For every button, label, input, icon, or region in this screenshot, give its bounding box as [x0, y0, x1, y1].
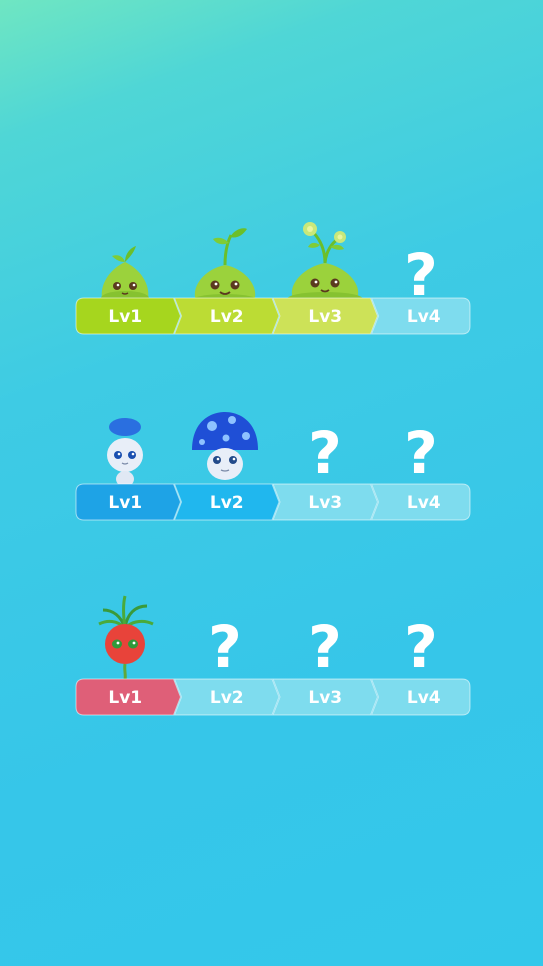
sprout-level-segment-3[interactable] [272, 297, 379, 335]
mushroom-level-label-2: Lv2 [210, 493, 244, 513]
mushroom-level-segment-3[interactable] [272, 483, 379, 521]
sprout-level-label-1: Lv1 [108, 307, 142, 327]
mushroom-level-label-1: Lv1 [108, 493, 142, 513]
radish-level-segment-1[interactable] [75, 678, 182, 716]
sprout-lv1-character[interactable] [76, 200, 174, 310]
radish-level-label-3: Lv3 [308, 688, 342, 708]
radish-lv1-icon [98, 595, 154, 681]
mushroom-level-label-3: Lv3 [308, 493, 342, 513]
radish-level-segment-3[interactable] [272, 678, 379, 716]
radish-lv3-locked[interactable]: ? [276, 572, 374, 682]
mushroom-level-segment-1[interactable] [75, 483, 182, 521]
sprout-lv2-character[interactable] [176, 200, 274, 310]
sprout-lv3-character[interactable] [276, 200, 374, 310]
question-mark-icon: ? [208, 613, 242, 681]
mushroom-level-bar: Lv1 Lv2 Lv3 Lv4 [75, 483, 471, 521]
radish-level-label-1: Lv1 [108, 688, 142, 708]
question-mark-icon: ? [308, 613, 342, 681]
radish-lv2-locked[interactable]: ? [176, 572, 274, 682]
sprout-level-track: Lv1 Lv2 Lv3 Lv4 [75, 297, 471, 335]
radish-lv4-locked[interactable]: ? [372, 572, 470, 682]
sprout-level-segment-1[interactable] [75, 297, 182, 335]
mushroom-lv3-locked[interactable]: ? [276, 378, 374, 488]
mushroom-lv1-icon [107, 418, 143, 487]
mushroom-lv1-character[interactable] [76, 378, 174, 488]
radish-lv1-character[interactable] [76, 572, 174, 682]
radish-level-bar: Lv1 Lv2 Lv3 Lv4 [75, 678, 471, 716]
question-mark-icon: ? [404, 419, 438, 487]
radish-level-segment-4[interactable] [370, 678, 471, 716]
sprout-level-label-4: Lv4 [407, 307, 441, 327]
mushroom-lv2-icon [192, 412, 258, 480]
question-mark-icon: ? [404, 241, 438, 309]
mushroom-lv2-character[interactable] [176, 378, 274, 488]
sprout-characters: ? [76, 200, 470, 310]
mushroom-level-segment-4[interactable] [370, 483, 471, 521]
sprout-lv3-icon [287, 222, 363, 306]
sprout-lv4-locked[interactable]: ? [372, 200, 470, 310]
question-mark-icon: ? [308, 419, 342, 487]
radish-level-label-2: Lv2 [210, 688, 244, 708]
sprout-level-segment-4[interactable] [370, 297, 471, 335]
question-mark-icon: ? [404, 613, 438, 681]
radish-level-track: Lv1 Lv2 Lv3 Lv4 [75, 678, 471, 716]
mushroom-characters: ? ? [76, 378, 470, 488]
sprout-level-segment-2[interactable] [173, 297, 280, 335]
mushroom-level-label-4: Lv4 [407, 493, 441, 513]
radish-level-label-4: Lv4 [407, 688, 441, 708]
sprout-level-bar: Lv1 Lv2 Lv3 Lv4 [75, 297, 471, 335]
mushroom-level-track: Lv1 Lv2 Lv3 Lv4 [75, 483, 471, 521]
sprout-level-label-2: Lv2 [210, 307, 244, 327]
sprout-level-label-3: Lv3 [308, 307, 342, 327]
radish-level-segment-2[interactable] [173, 678, 280, 716]
mushroom-level-segment-2[interactable] [173, 483, 280, 521]
radish-characters: ? ? ? [76, 572, 470, 682]
mushroom-lv4-locked[interactable]: ? [372, 378, 470, 488]
